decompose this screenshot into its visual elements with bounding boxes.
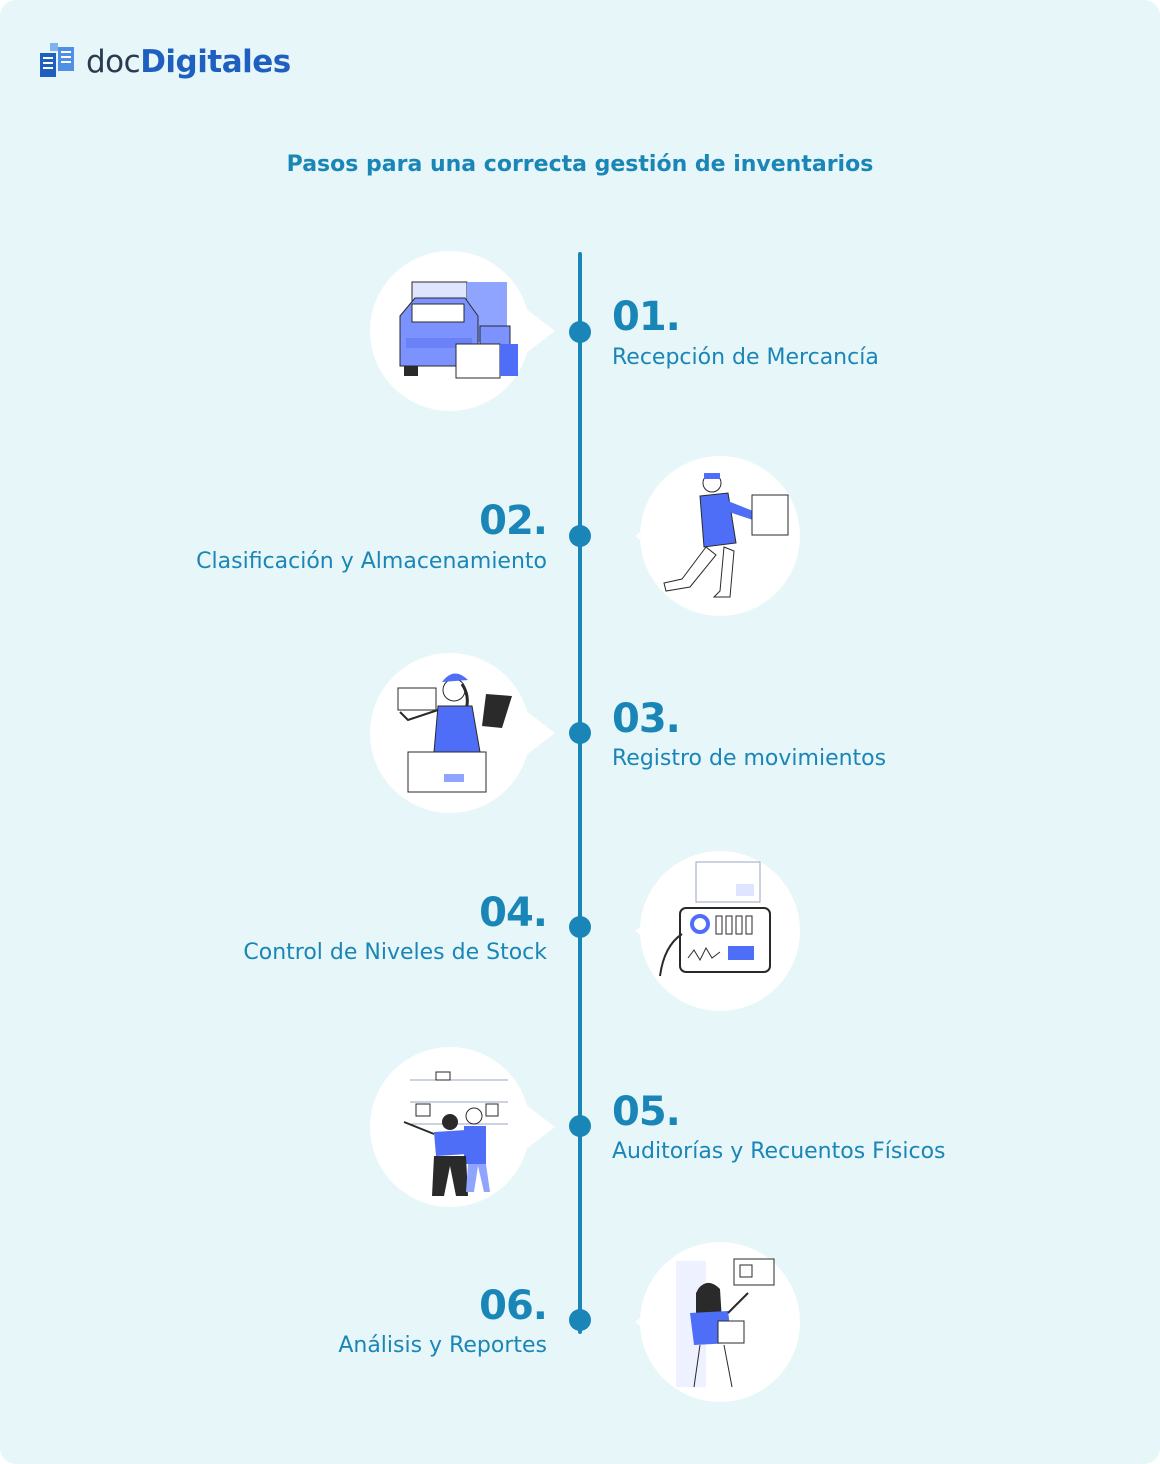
step-1-illustration: [370, 246, 570, 416]
page-title: Pasos para una correcta gestión de inven…: [286, 152, 874, 177]
tablet-dashboard-icon: [659, 861, 771, 977]
step-2-illustration: [620, 451, 820, 621]
step-4-dot: [569, 916, 591, 938]
woman-with-report-icon: [676, 1258, 775, 1388]
logo-name: Digitales: [140, 44, 291, 80]
step-5-dot: [569, 1115, 591, 1137]
step-5-label: Auditorías y Recuentos Físicos: [612, 1139, 946, 1164]
step-3-dot: [569, 722, 591, 744]
people-at-shelves-icon: [403, 1071, 508, 1196]
step-5-illustration: [370, 1042, 570, 1212]
step-2-label: Clasificación y Almacenamiento: [196, 549, 547, 574]
logo-icon: [40, 43, 78, 81]
logo-text: docDigitales: [86, 44, 291, 80]
step-6-label: Análisis y Reportes: [338, 1333, 547, 1358]
step-4-illustration: [620, 846, 820, 1016]
step-5-number: 05.: [612, 1089, 681, 1135]
step-1-number: 01.: [612, 294, 681, 340]
step-1-label: Recepción de Mercancía: [612, 345, 879, 370]
step-4-number: 04.: [479, 890, 548, 936]
step-1-dot: [569, 321, 591, 343]
step-6-illustration: [620, 1237, 820, 1407]
step-3-number: 03.: [612, 696, 681, 742]
step-4-label: Control de Niveles de Stock: [243, 940, 547, 965]
step-6-dot: [569, 1309, 591, 1331]
step-3-illustration: [370, 648, 570, 818]
worker-with-tablet-icon: [397, 673, 512, 793]
step-2-dot: [569, 525, 591, 547]
brand-logo[interactable]: docDigitales: [40, 40, 291, 84]
logo-prefix: doc: [86, 44, 141, 80]
timeline-line: [578, 252, 582, 1334]
step-3-label: Registro de movimientos: [612, 746, 887, 771]
step-6-number: 06.: [479, 1283, 548, 1329]
step-2-number: 02.: [479, 498, 548, 544]
delivery-truck-boxes-icon: [399, 281, 518, 379]
worker-carrying-box-icon: [663, 473, 789, 598]
